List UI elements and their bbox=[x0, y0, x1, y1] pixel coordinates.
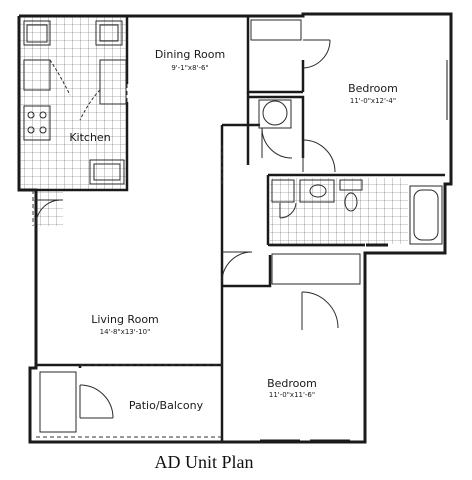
bedroom1-dims: 11'-0"x12'-4" bbox=[350, 97, 396, 105]
dining-closet-door bbox=[250, 19, 331, 69]
exterior-walls bbox=[17, 12, 453, 444]
bath-tile-floor bbox=[270, 178, 408, 244]
living-room-dims: 14'-8"x13'-10" bbox=[100, 328, 151, 336]
kitchen-fixtures bbox=[23, 20, 127, 185]
foyer-door bbox=[35, 199, 63, 226]
bedroom2-name: Bedroom bbox=[267, 377, 317, 390]
bedroom1-name: Bedroom bbox=[348, 82, 398, 95]
patio-name: Patio/Balcony bbox=[129, 399, 204, 412]
dining-room-dims: 9'-1"x8'-6" bbox=[171, 64, 208, 72]
hall-doors bbox=[221, 251, 361, 330]
bedroom2-dims: 11'-0"x11'-6" bbox=[269, 391, 315, 399]
living-room-name: Living Room bbox=[91, 313, 159, 326]
interior-walls bbox=[36, 16, 445, 442]
kitchen-name: Kitchen bbox=[69, 131, 110, 144]
patio-door bbox=[39, 371, 114, 433]
water-heater-closet bbox=[258, 99, 293, 159]
bedroom1-door bbox=[302, 139, 336, 173]
bath-fixtures bbox=[271, 179, 443, 247]
plan-title: AD Unit Plan bbox=[155, 452, 254, 472]
opening-lines bbox=[32, 84, 223, 438]
kitchen-tile-floor bbox=[20, 17, 126, 189]
foyer-tile-floor bbox=[33, 190, 63, 226]
dining-room-name: Dining Room bbox=[155, 48, 225, 61]
